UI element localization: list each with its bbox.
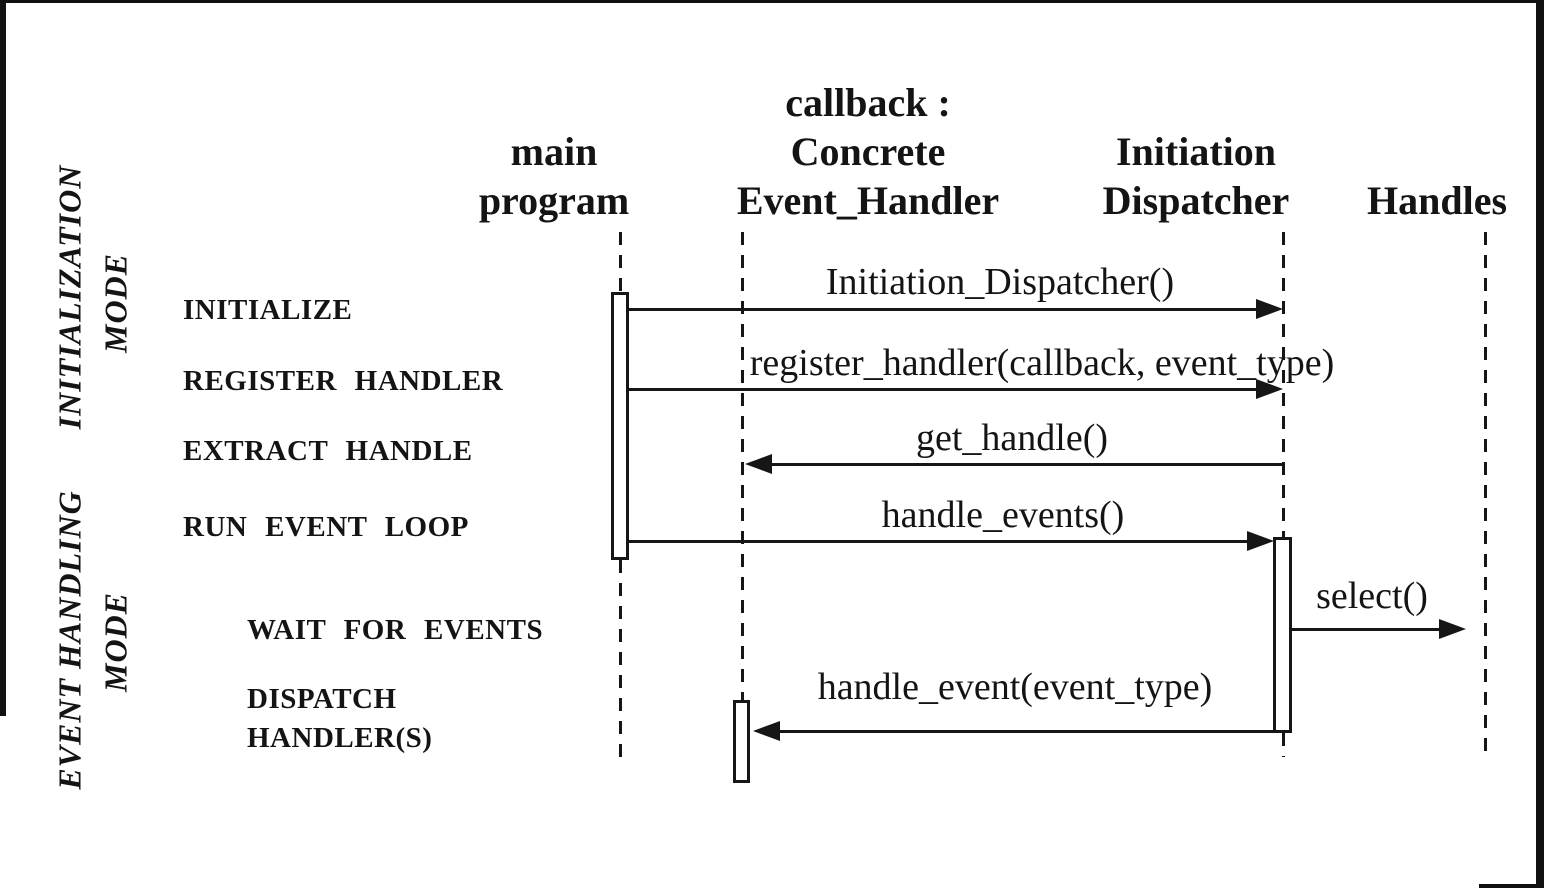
message-line-select — [1292, 628, 1439, 631]
message-line-handle-event — [780, 730, 1273, 733]
message-label-initiation-dispatcher: Initiation_Dispatcher() — [825, 261, 1175, 303]
activation-bar-main-program — [611, 292, 629, 560]
frame-border-top — [0, 0, 1544, 3]
step-label-run-event-loop: RUN EVENT LOOP — [183, 511, 469, 543]
message-line-initiation-dispatcher — [629, 308, 1256, 311]
arrowhead-right-icon — [1256, 299, 1283, 319]
lifeline-main-program-bottom — [619, 560, 622, 760]
message-label-select: select() — [1316, 575, 1428, 617]
phase-label-initialization-mode: MODE — [97, 252, 134, 354]
step-label-dispatch-handlers: DISPATCH HANDLER(S) — [247, 680, 432, 758]
message-label-handle-event: handle_event(event_type) — [817, 666, 1213, 708]
arrowhead-right-icon — [1439, 619, 1466, 639]
step-label-register-handler: REGISTER HANDLER — [183, 365, 504, 397]
participant-line: Event_Handler — [736, 178, 1000, 223]
message-line-get-handle — [772, 463, 1283, 466]
arrowhead-left-icon — [753, 721, 780, 741]
phase-label-event-handling: EVENT HANDLING — [51, 490, 88, 790]
lifeline-initiation-dispatcher-bottom — [1282, 733, 1285, 757]
step-label-initialize: INITIALIZE — [183, 294, 353, 326]
participant-line: Handles — [1366, 178, 1508, 223]
participant-header-initiation-dispatcher: Initiation Dispatcher — [1046, 127, 1346, 225]
message-label-register-handler: register_handler(callback, event_type) — [749, 342, 1335, 384]
message-label-get-handle: get_handle() — [915, 417, 1109, 459]
activation-bar-initiation-dispatcher — [1273, 537, 1292, 733]
participant-header-main-program: main program — [414, 127, 694, 225]
step-label-dispatch-line2: HANDLER(S) — [247, 722, 433, 754]
participant-header-handles: Handles — [1317, 176, 1544, 225]
participant-line: Initiation — [1115, 129, 1277, 174]
participant-line: callback : — [785, 80, 951, 125]
lifeline-initiation-dispatcher-top — [1282, 232, 1285, 537]
arrowhead-left-icon — [745, 454, 772, 474]
step-label-wait-for-events: WAIT FOR EVENTS — [247, 614, 544, 646]
participant-line: program — [478, 178, 630, 223]
participant-line: Dispatcher — [1102, 178, 1290, 223]
message-label-handle-events: handle_events() — [881, 494, 1125, 536]
phase-label-event-handling-mode: MODE — [97, 591, 134, 693]
lifeline-handles — [1484, 232, 1487, 757]
message-line-register-handler — [629, 388, 1256, 391]
participant-line: main — [510, 129, 598, 174]
step-label-extract-handle: EXTRACT HANDLE — [183, 435, 473, 467]
phase-label-initialization: INITIALIZATION — [51, 164, 88, 430]
arrowhead-right-icon — [1247, 531, 1274, 551]
lifeline-main-program-top — [619, 232, 622, 292]
participant-line: Concrete — [790, 129, 946, 174]
arrowhead-right-icon — [1256, 379, 1283, 399]
lifeline-callback-handler — [741, 232, 744, 700]
step-label-dispatch-line1: DISPATCH — [247, 683, 397, 715]
frame-border-right — [1536, 0, 1544, 888]
frame-border-left — [0, 0, 6, 716]
activation-bar-callback-handler — [733, 700, 750, 783]
frame-border-bottom-right — [1479, 884, 1544, 888]
message-line-handle-events — [629, 540, 1247, 543]
participant-header-callback-handler: callback : Concrete Event_Handler — [688, 78, 1048, 225]
